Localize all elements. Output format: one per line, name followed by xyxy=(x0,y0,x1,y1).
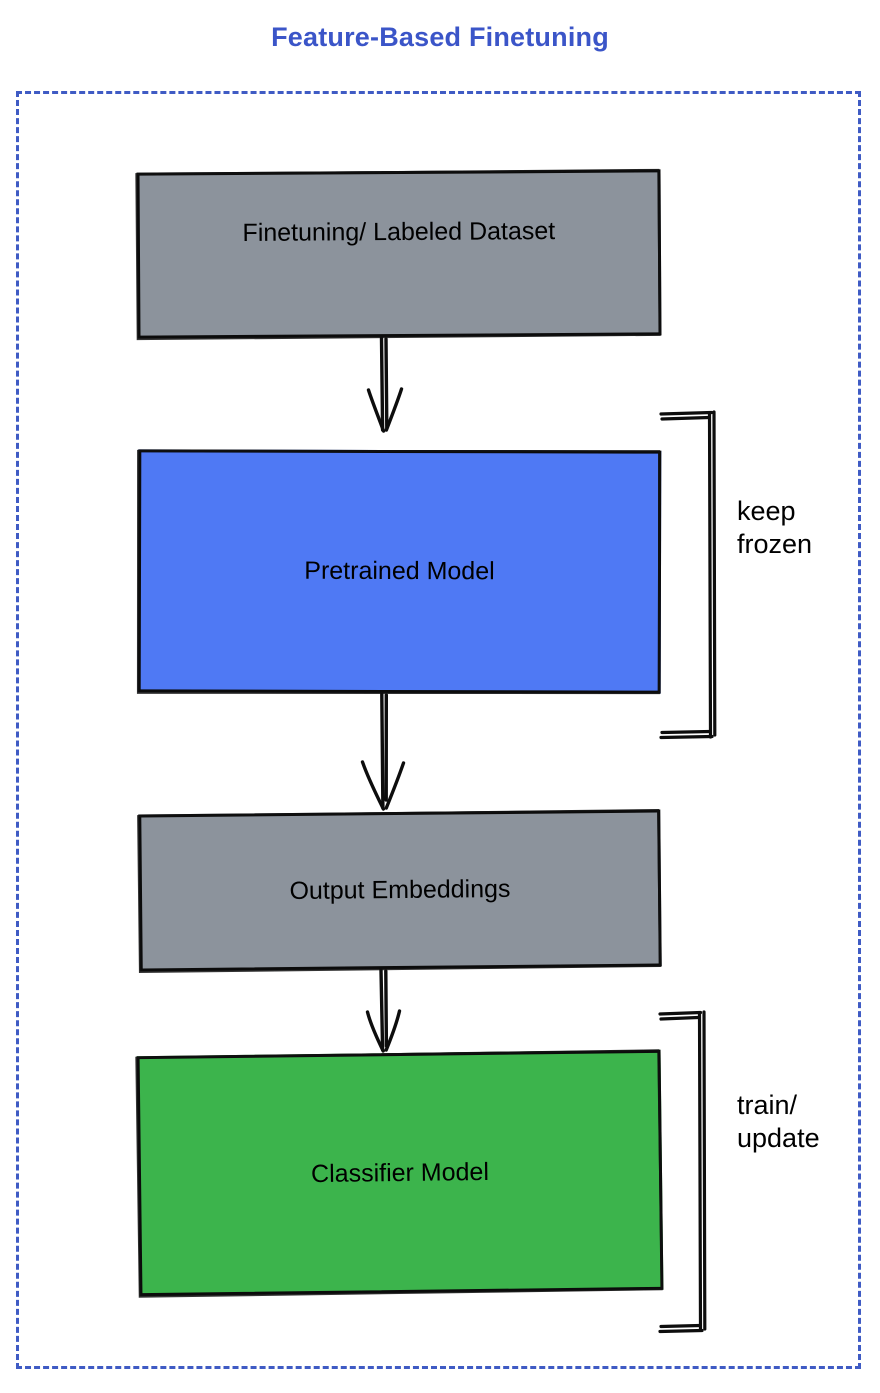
annotation-train-update: train/ update xyxy=(737,1090,820,1153)
node-label-embeddings: Output Embeddings xyxy=(289,875,511,906)
node-finetuning-labeled-dataset[interactable]: Finetuning/ Labeled Dataset xyxy=(136,169,662,339)
node-pretrained-model[interactable]: Pretrained Model xyxy=(137,449,662,694)
node-classifier-model[interactable]: Classifier Model xyxy=(136,1049,664,1297)
node-output-embeddings[interactable]: Output Embeddings xyxy=(138,809,662,972)
node-label-dataset: Finetuning/ Labeled Dataset xyxy=(242,217,556,247)
node-label-classifier: Classifier Model xyxy=(310,1157,490,1188)
page-title: Feature-Based Finetuning xyxy=(271,22,609,52)
annotation-keep-frozen: keep frozen xyxy=(737,496,813,559)
node-label-pretrained: Pretrained Model xyxy=(304,556,495,586)
diagram-outer-frame xyxy=(16,91,861,1369)
